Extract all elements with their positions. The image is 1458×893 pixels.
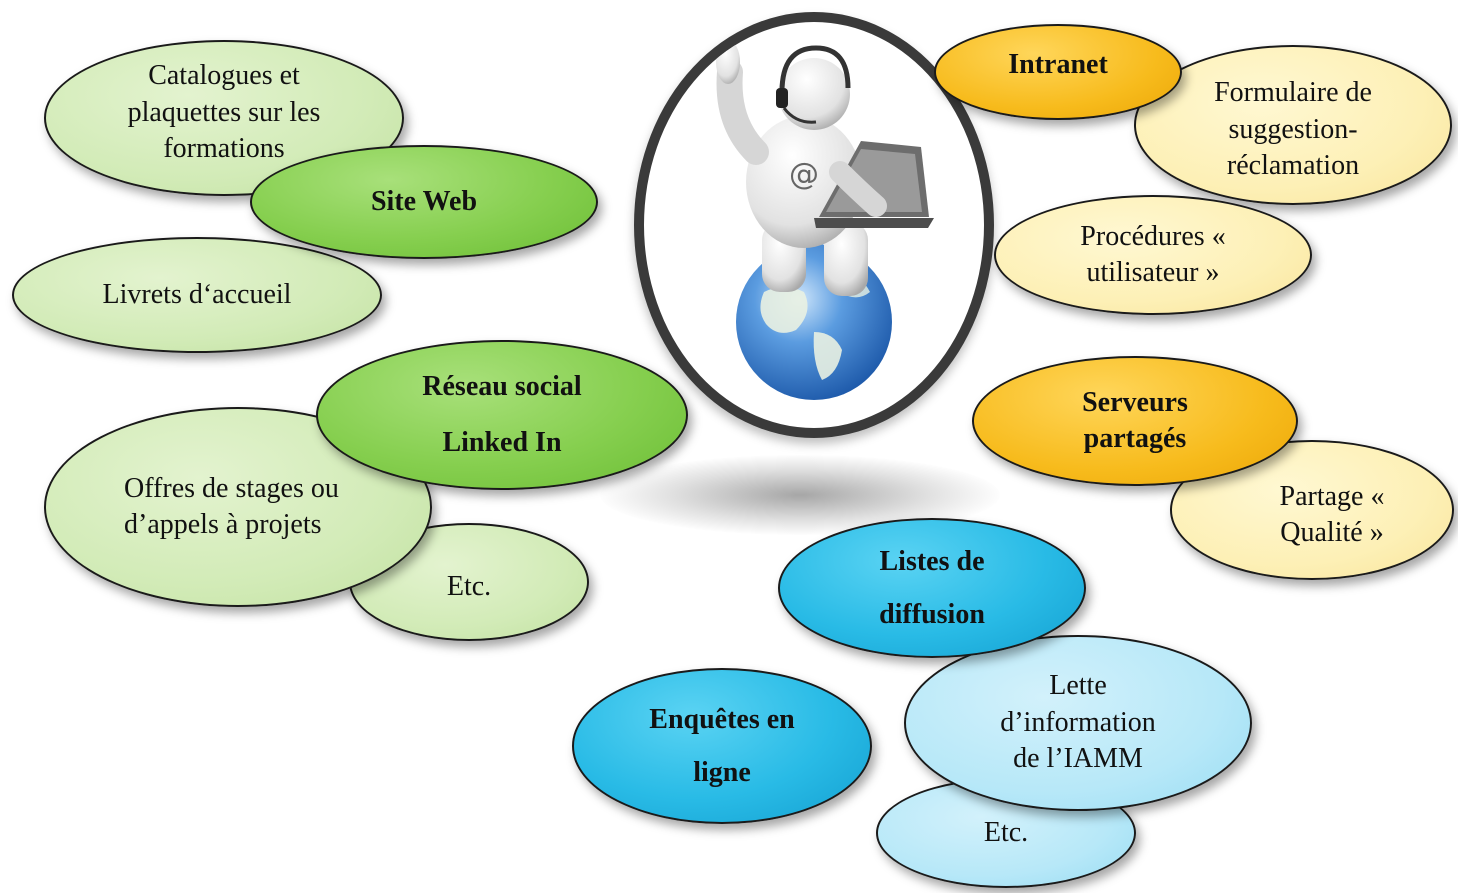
offres-label: Offres de stages ou d’appels à projets — [124, 472, 339, 540]
intranet-bubble: Intranet — [934, 24, 1182, 120]
serveurs-label: Serveurs partagés — [1082, 386, 1188, 454]
lettre-label: Lette d’information de l’IAMM — [1000, 670, 1156, 775]
livrets-bubble: Livrets d‘accueil — [12, 237, 382, 353]
site-web-bubble: Site Web — [250, 145, 598, 259]
livrets-label: Livrets d‘accueil — [102, 278, 292, 310]
catalogues-bubble: Catalogues et plaquettes sur les formati… — [44, 40, 404, 196]
etc-green-label: Etc. — [446, 570, 492, 602]
enquetes-label: Enquêtes en ligne — [649, 703, 795, 788]
formulaire-bubble: Formulaire de suggestion-réclamation — [1134, 45, 1452, 205]
procedures-bubble: Procédures « utilisateur » — [994, 195, 1312, 315]
intranet-label: Intranet — [1008, 48, 1108, 80]
lettre-bubble: Lette d’information de l’IAMM — [904, 635, 1252, 811]
listes-bubble: Listes de diffusion — [778, 518, 1086, 658]
user-laptop-globe-icon: @ — [716, 40, 934, 400]
reseau-social-bubble: Réseau social Linked In — [316, 340, 688, 490]
procedures-label: Procédures « utilisateur » — [1080, 220, 1226, 288]
partage-label: Partage « Qualité » — [1279, 480, 1385, 548]
enquetes-bubble: Enquêtes en ligne — [572, 668, 872, 824]
reseau-social-label: Réseau social Linked In — [422, 371, 582, 458]
at-symbol: @ — [789, 157, 819, 192]
catalogues-label: Catalogues et plaquettes sur les formati… — [127, 60, 321, 165]
center-image-frame: @ — [634, 12, 994, 438]
listes-label: Listes de diffusion — [879, 545, 985, 630]
site-web-label: Site Web — [370, 185, 478, 217]
offres-bubble: Offres de stages ou d’appels à projets — [44, 407, 432, 607]
formulaire-label: Formulaire de suggestion-réclamation — [1214, 77, 1372, 182]
serveurs-bubble: Serveurs partagés — [972, 356, 1298, 486]
etc-blue-label: Etc. — [983, 816, 1029, 848]
